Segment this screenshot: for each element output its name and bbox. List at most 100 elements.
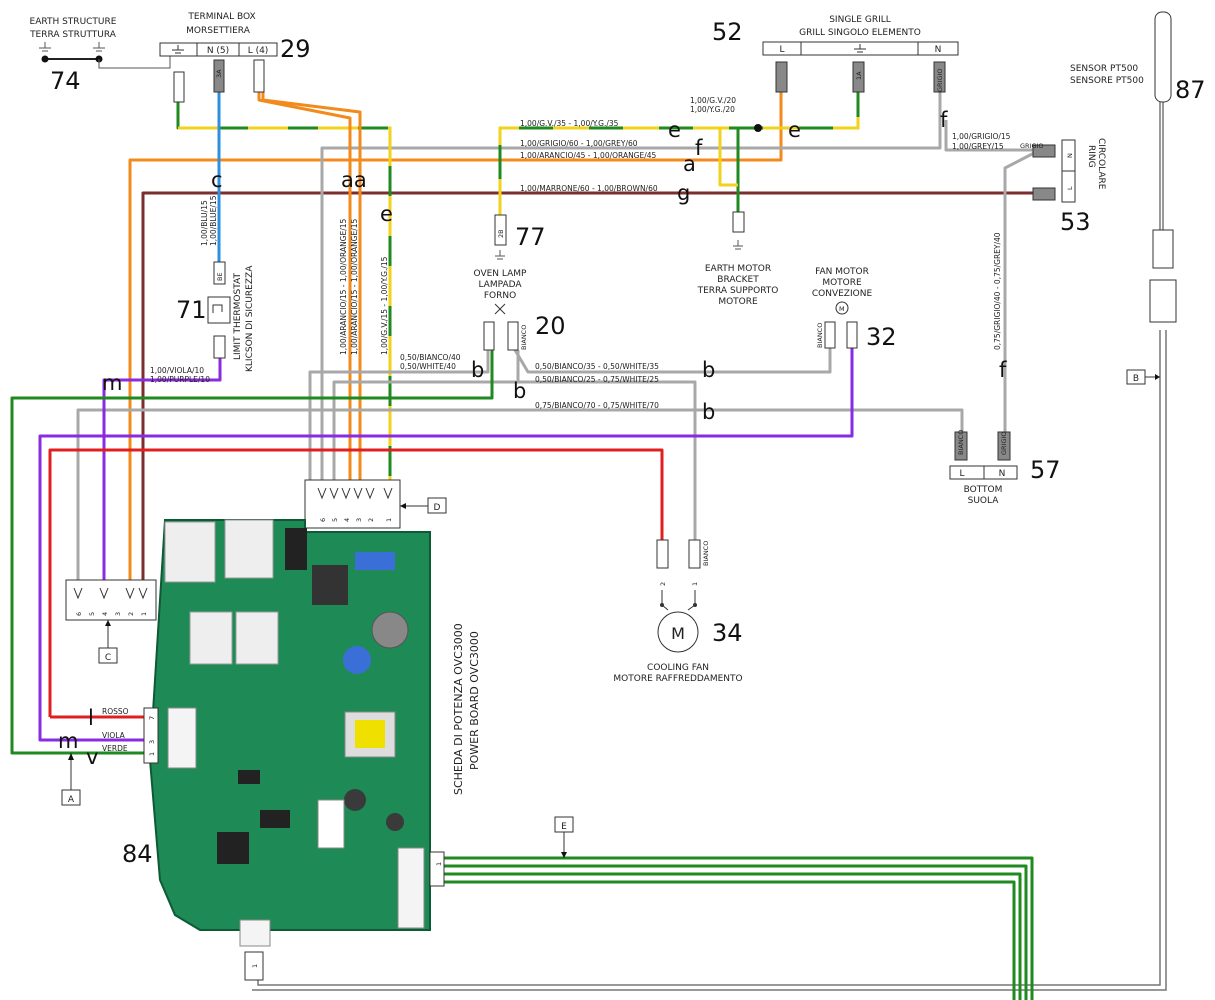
connector-c-pins xyxy=(73,587,148,600)
thermostat-num: 71 xyxy=(176,296,207,324)
spec-label: 1,00/GRIGIO/60 - 1,00/GREY/60 xyxy=(520,139,638,148)
cooling-num: 34 xyxy=(712,619,743,647)
wire-letter-e: e xyxy=(380,202,393,226)
capacitor-round xyxy=(386,813,404,831)
board-title: SCHEDA DI POTENZA OVC3000 xyxy=(452,623,465,795)
wire-grey-b4 xyxy=(518,380,697,540)
d-pin: 4 xyxy=(343,518,351,522)
grill-title: SINGLE GRILL xyxy=(829,15,891,25)
spec-label: 1,00/Y.G./20 xyxy=(690,105,735,114)
connector-white xyxy=(239,919,271,947)
spec-label: 1,00/G.V./20 xyxy=(690,96,736,105)
spec-label: 1,00/GRIGIO/15 xyxy=(952,132,1011,141)
motor-earth-line4: MOTORE xyxy=(718,297,758,307)
wire-letter-b: b xyxy=(702,400,715,424)
wire-purple-m xyxy=(102,358,222,590)
d-pin: 3 xyxy=(355,518,363,522)
fan-line2: MOTORE xyxy=(822,278,862,288)
ring-circolare: GRIGIO N L RING CIRCOLARE 53 xyxy=(1020,138,1106,236)
earth-motor-bracket: EARTH MOTOR BRACKET TERRA SUPPORTO MOTOR… xyxy=(697,211,778,307)
wire-grey-f2 xyxy=(320,146,500,490)
connector-white xyxy=(167,707,197,769)
grill-subtitle: GRILL SINGOLO ELEMENTO xyxy=(799,28,921,38)
bottom-l: L xyxy=(959,469,964,479)
terminal-l: L (4) xyxy=(248,46,269,56)
wire-brown-g xyxy=(141,191,1033,590)
motor-earth-line2: BRACKET xyxy=(717,275,759,285)
ring-title: RING xyxy=(1086,145,1096,168)
wire-letter-m: m xyxy=(58,729,78,753)
spec-label: 1,00/G.V./15 - 1,00/Y.G./15 xyxy=(380,256,389,355)
lamp-tag: 2B xyxy=(497,229,505,238)
ring-subtitle: CIRCOLARE xyxy=(1096,138,1106,190)
ic-chip xyxy=(260,810,290,828)
spec-label: 1,00/G.V./35 - 1,00/Y.G./35 xyxy=(520,119,619,128)
connector-d-label: D xyxy=(434,503,441,513)
wire-letter-m: m xyxy=(102,371,122,395)
spec-label: 0,50/WHITE/40 xyxy=(400,362,456,371)
cooling-fan: BIANCO 2 1 M 34 COOLING FAN MOTORE RAFFR… xyxy=(613,539,743,684)
spec-label: 1,00/BLUE/15 xyxy=(209,195,218,246)
cooling-pin2: 2 xyxy=(659,582,667,586)
cooling-title: COOLING FAN xyxy=(647,663,709,673)
fan-tag: BIANCO xyxy=(816,323,824,348)
junction xyxy=(754,124,762,132)
spec-label: 1,00/GREY/15 xyxy=(952,142,1004,151)
grill-n: N xyxy=(935,45,942,55)
wire-grey-b5 xyxy=(76,408,964,590)
d-pin: 6 xyxy=(319,518,327,522)
capacitor-round xyxy=(343,646,371,674)
single-grill: 52 SINGLE GRILL GRILL SINGOLO ELEMENTO L… xyxy=(712,15,959,93)
power-board: 1 1 7 3 1 ROSSO VIOLA VERDE SCHEDA DI PO… xyxy=(102,519,481,981)
spec-label: 1,00/ARANCIO/45 - 1,00/ORANGE/45 xyxy=(520,151,657,160)
spec-label: 0,75/BIANCO/70 - 0,75/WHITE/70 xyxy=(535,401,659,410)
earth-subtitle: TERRA STRUTTURA xyxy=(29,30,117,40)
connector-c: 6 5 4 3 2 1 C xyxy=(65,579,157,664)
wire-orange-a xyxy=(128,90,783,590)
wire-grey-f-down xyxy=(1003,150,1037,432)
wire-e3 xyxy=(435,872,1022,1000)
sensor-title: SENSOR PT500 xyxy=(1070,64,1138,74)
lamp-subtitle: LAMPADA xyxy=(478,280,522,290)
lamp-title: OVEN LAMP xyxy=(474,269,528,279)
wire-letter-l: l xyxy=(88,706,94,730)
grill-num: 52 xyxy=(712,18,743,46)
bottom-suola: BIANCO GRIGIO L N BOTTOM SUOLA 57 xyxy=(949,430,1061,506)
spec-label: 1,00/PURPLE/10 xyxy=(150,375,210,384)
c-pin: 1 xyxy=(140,612,148,616)
wire-letter-f: f xyxy=(940,108,948,132)
c-pin: 2 xyxy=(127,612,135,616)
label-sticker xyxy=(317,799,345,849)
wire-grey-b2 xyxy=(513,348,832,374)
ground-icon xyxy=(733,240,743,250)
microcontroller xyxy=(217,832,249,864)
cooling-motor-letter: M xyxy=(671,624,685,643)
spec-label: 1,00/ARANCIO/15 - 1,00/ORANGE/15 xyxy=(350,218,359,355)
wire-e1 xyxy=(435,856,1034,1000)
ring-n: N xyxy=(1066,153,1074,158)
wire-orange-aa2 xyxy=(261,92,362,490)
limit-thermostat: BE 71 LIMIT THERMOSTAT KLICSON DI SICURE… xyxy=(176,261,255,372)
cooling-subtitle: MOTORE RAFFREDDAMENTO xyxy=(613,674,742,684)
d-pin: 2 xyxy=(367,518,375,522)
terminal-tag: 3A xyxy=(215,69,223,78)
wire-grey-b1 xyxy=(308,350,490,490)
fan-motor: FAN MOTOR MOTORE CONVEZIONE M BIANCO 32 xyxy=(812,267,897,351)
thermostat-subtitle: KLICSON DI SICUREZZA xyxy=(245,265,255,372)
connector-white xyxy=(397,847,425,929)
wire-letter-e: e xyxy=(668,118,681,142)
board-pin3: 3 xyxy=(148,740,156,744)
board-pin-b: 1 xyxy=(251,964,259,968)
board-pin7: 7 xyxy=(148,716,156,720)
relay xyxy=(164,521,216,583)
c-pin: 6 xyxy=(75,612,83,616)
bottom-n: N xyxy=(999,469,1006,479)
connector-a-label: A xyxy=(68,795,75,805)
wire-grey-f-right xyxy=(944,120,1040,152)
bottom-title: BOTTOM xyxy=(964,485,1003,495)
fan-motor-letter: M xyxy=(839,305,845,313)
c-pin: 4 xyxy=(101,612,109,616)
ic-chip xyxy=(238,770,260,784)
board-num: 84 xyxy=(122,840,153,868)
